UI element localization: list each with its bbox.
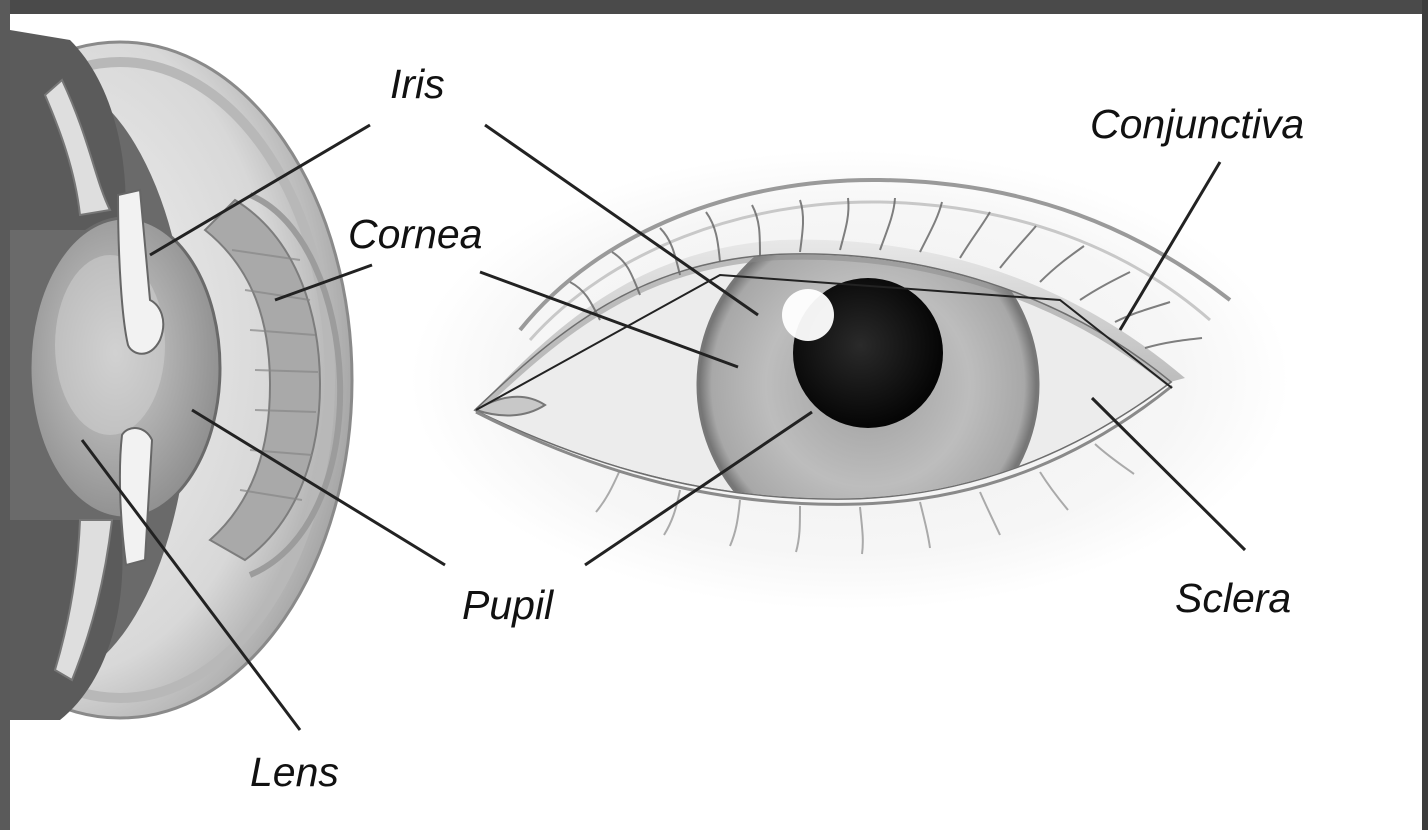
label-conjunctiva: Conjunctiva — [1090, 104, 1304, 145]
label-pupil: Pupil — [462, 585, 553, 626]
external-eye — [410, 150, 1290, 610]
label-sclera: Sclera — [1175, 578, 1291, 619]
eyeball-cross-section — [0, 30, 352, 720]
label-lens: Lens — [250, 752, 339, 793]
label-cornea: Cornea — [348, 214, 482, 255]
label-iris: Iris — [390, 64, 445, 105]
